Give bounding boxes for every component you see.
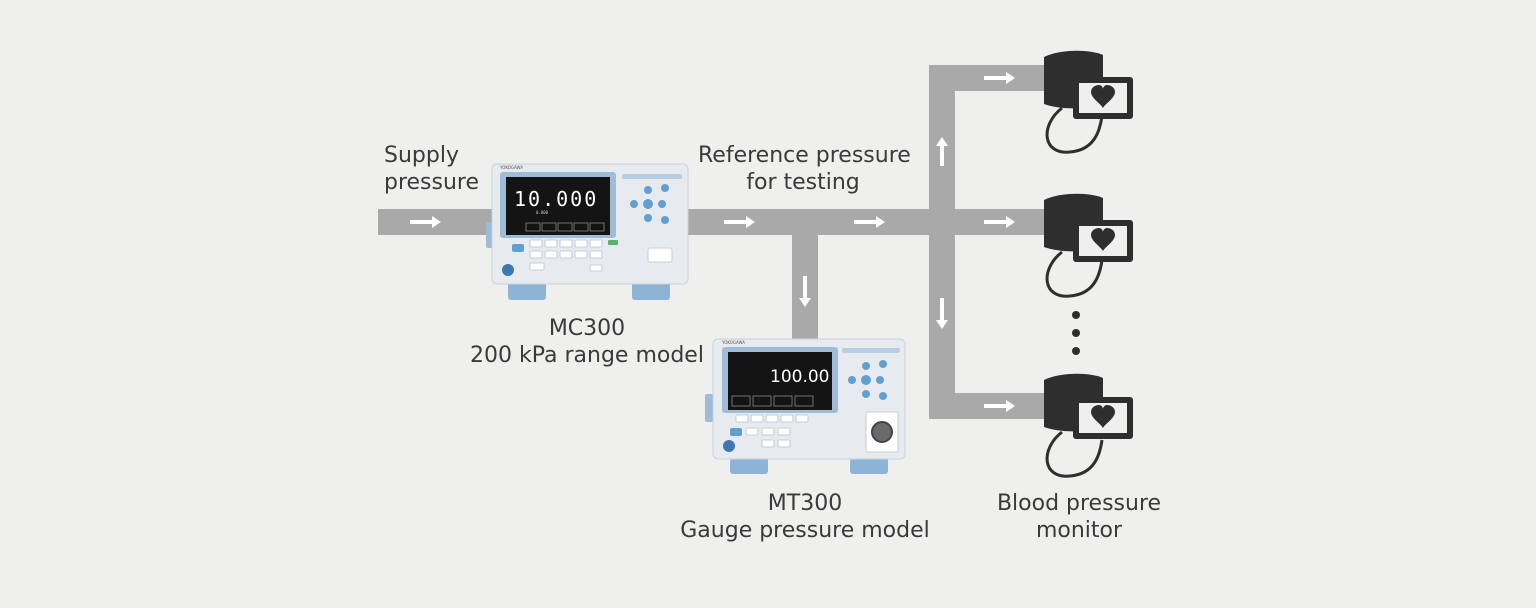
mt300-foot-right <box>850 458 888 474</box>
mt300-blue-key <box>730 428 742 436</box>
mt300-foot-left <box>730 458 768 474</box>
supply-label-line2: pressure <box>384 170 480 195</box>
arrow-supply <box>410 216 441 228</box>
mt300-pressure-port <box>871 421 893 443</box>
bp-monitor-middle <box>1044 193 1133 298</box>
mt300-cursor-keys <box>848 360 887 400</box>
mt300-panel-strip <box>842 348 900 353</box>
supply-pressure-label: Supply pressure <box>384 142 479 196</box>
mc300-blue-key <box>512 244 524 252</box>
mc300-foot-left <box>508 282 546 300</box>
mc300-panel-strip <box>622 174 682 179</box>
bp-monitor-top <box>1044 50 1133 154</box>
bp-monitor-bottom-tube <box>1045 430 1104 478</box>
mt300-side-knob <box>705 394 714 422</box>
arrow-main-1 <box>724 216 755 228</box>
reference-pressure-label: Reference pressure for testing <box>698 142 911 196</box>
supply-label-line1: Supply <box>384 143 459 168</box>
bpm-label-line2: monitor <box>1035 518 1123 543</box>
mc300-power-knob <box>502 264 514 276</box>
flow-arrows <box>410 72 1015 412</box>
mt300-display: 100.00 <box>770 367 829 387</box>
arrow-right-middle <box>984 216 1015 228</box>
mt300-label: MT300 Gauge pressure model <box>670 490 940 544</box>
more-monitors-ellipsis <box>1072 311 1080 355</box>
reference-label-line2: for testing <box>746 170 860 195</box>
bp-monitor-bottom <box>1044 373 1133 478</box>
mc300-label-line2: 200 kPa range model <box>470 343 704 368</box>
mt300-brand: YOKOGAWA <box>721 340 745 345</box>
mc300-label: MC300 200 kPa range model <box>462 315 712 369</box>
mc300-screen-softkeys <box>525 222 605 232</box>
mt300-label-line2: Gauge pressure model <box>680 518 930 543</box>
mc300-sub-reading: 0.000 <box>536 210 549 215</box>
arrow-up-riser <box>936 137 948 166</box>
mt300-screen <box>728 352 832 410</box>
arrow-main-2 <box>854 216 885 228</box>
mt300-label-line1: MT300 <box>767 491 843 516</box>
mc300-keypad <box>529 239 673 272</box>
mc300-foot-right <box>632 282 670 300</box>
mc300-brand: YOKOGAWA <box>499 165 523 170</box>
bpm-label-line1: Blood pressure <box>996 491 1162 516</box>
arrow-down-riser <box>936 298 948 329</box>
bp-monitor-top-tube <box>1045 106 1104 154</box>
arrow-right-top <box>984 72 1015 84</box>
distribution-riser <box>929 65 955 419</box>
mt300-device: YOKOGAWA 100.00 <box>705 338 906 474</box>
mc300-device: YOKOGAWA 10.000 0.000 <box>486 163 689 300</box>
bp-monitor-middle-tube <box>1045 250 1104 298</box>
mc300-cursor-keys <box>630 184 669 224</box>
reference-label-line1: Reference pressure <box>698 143 911 168</box>
mc300-display: 10.000 <box>514 187 598 211</box>
bp-monitor-label: Blood pressure monitor <box>984 490 1174 544</box>
mc300-green-key <box>608 240 618 245</box>
arrow-down-branch <box>799 276 811 307</box>
mc300-label-line1: MC300 <box>548 316 626 341</box>
mt300-power-knob <box>723 440 735 452</box>
arrow-right-bottom <box>984 400 1015 412</box>
mt300-screen-softkeys <box>731 395 814 407</box>
